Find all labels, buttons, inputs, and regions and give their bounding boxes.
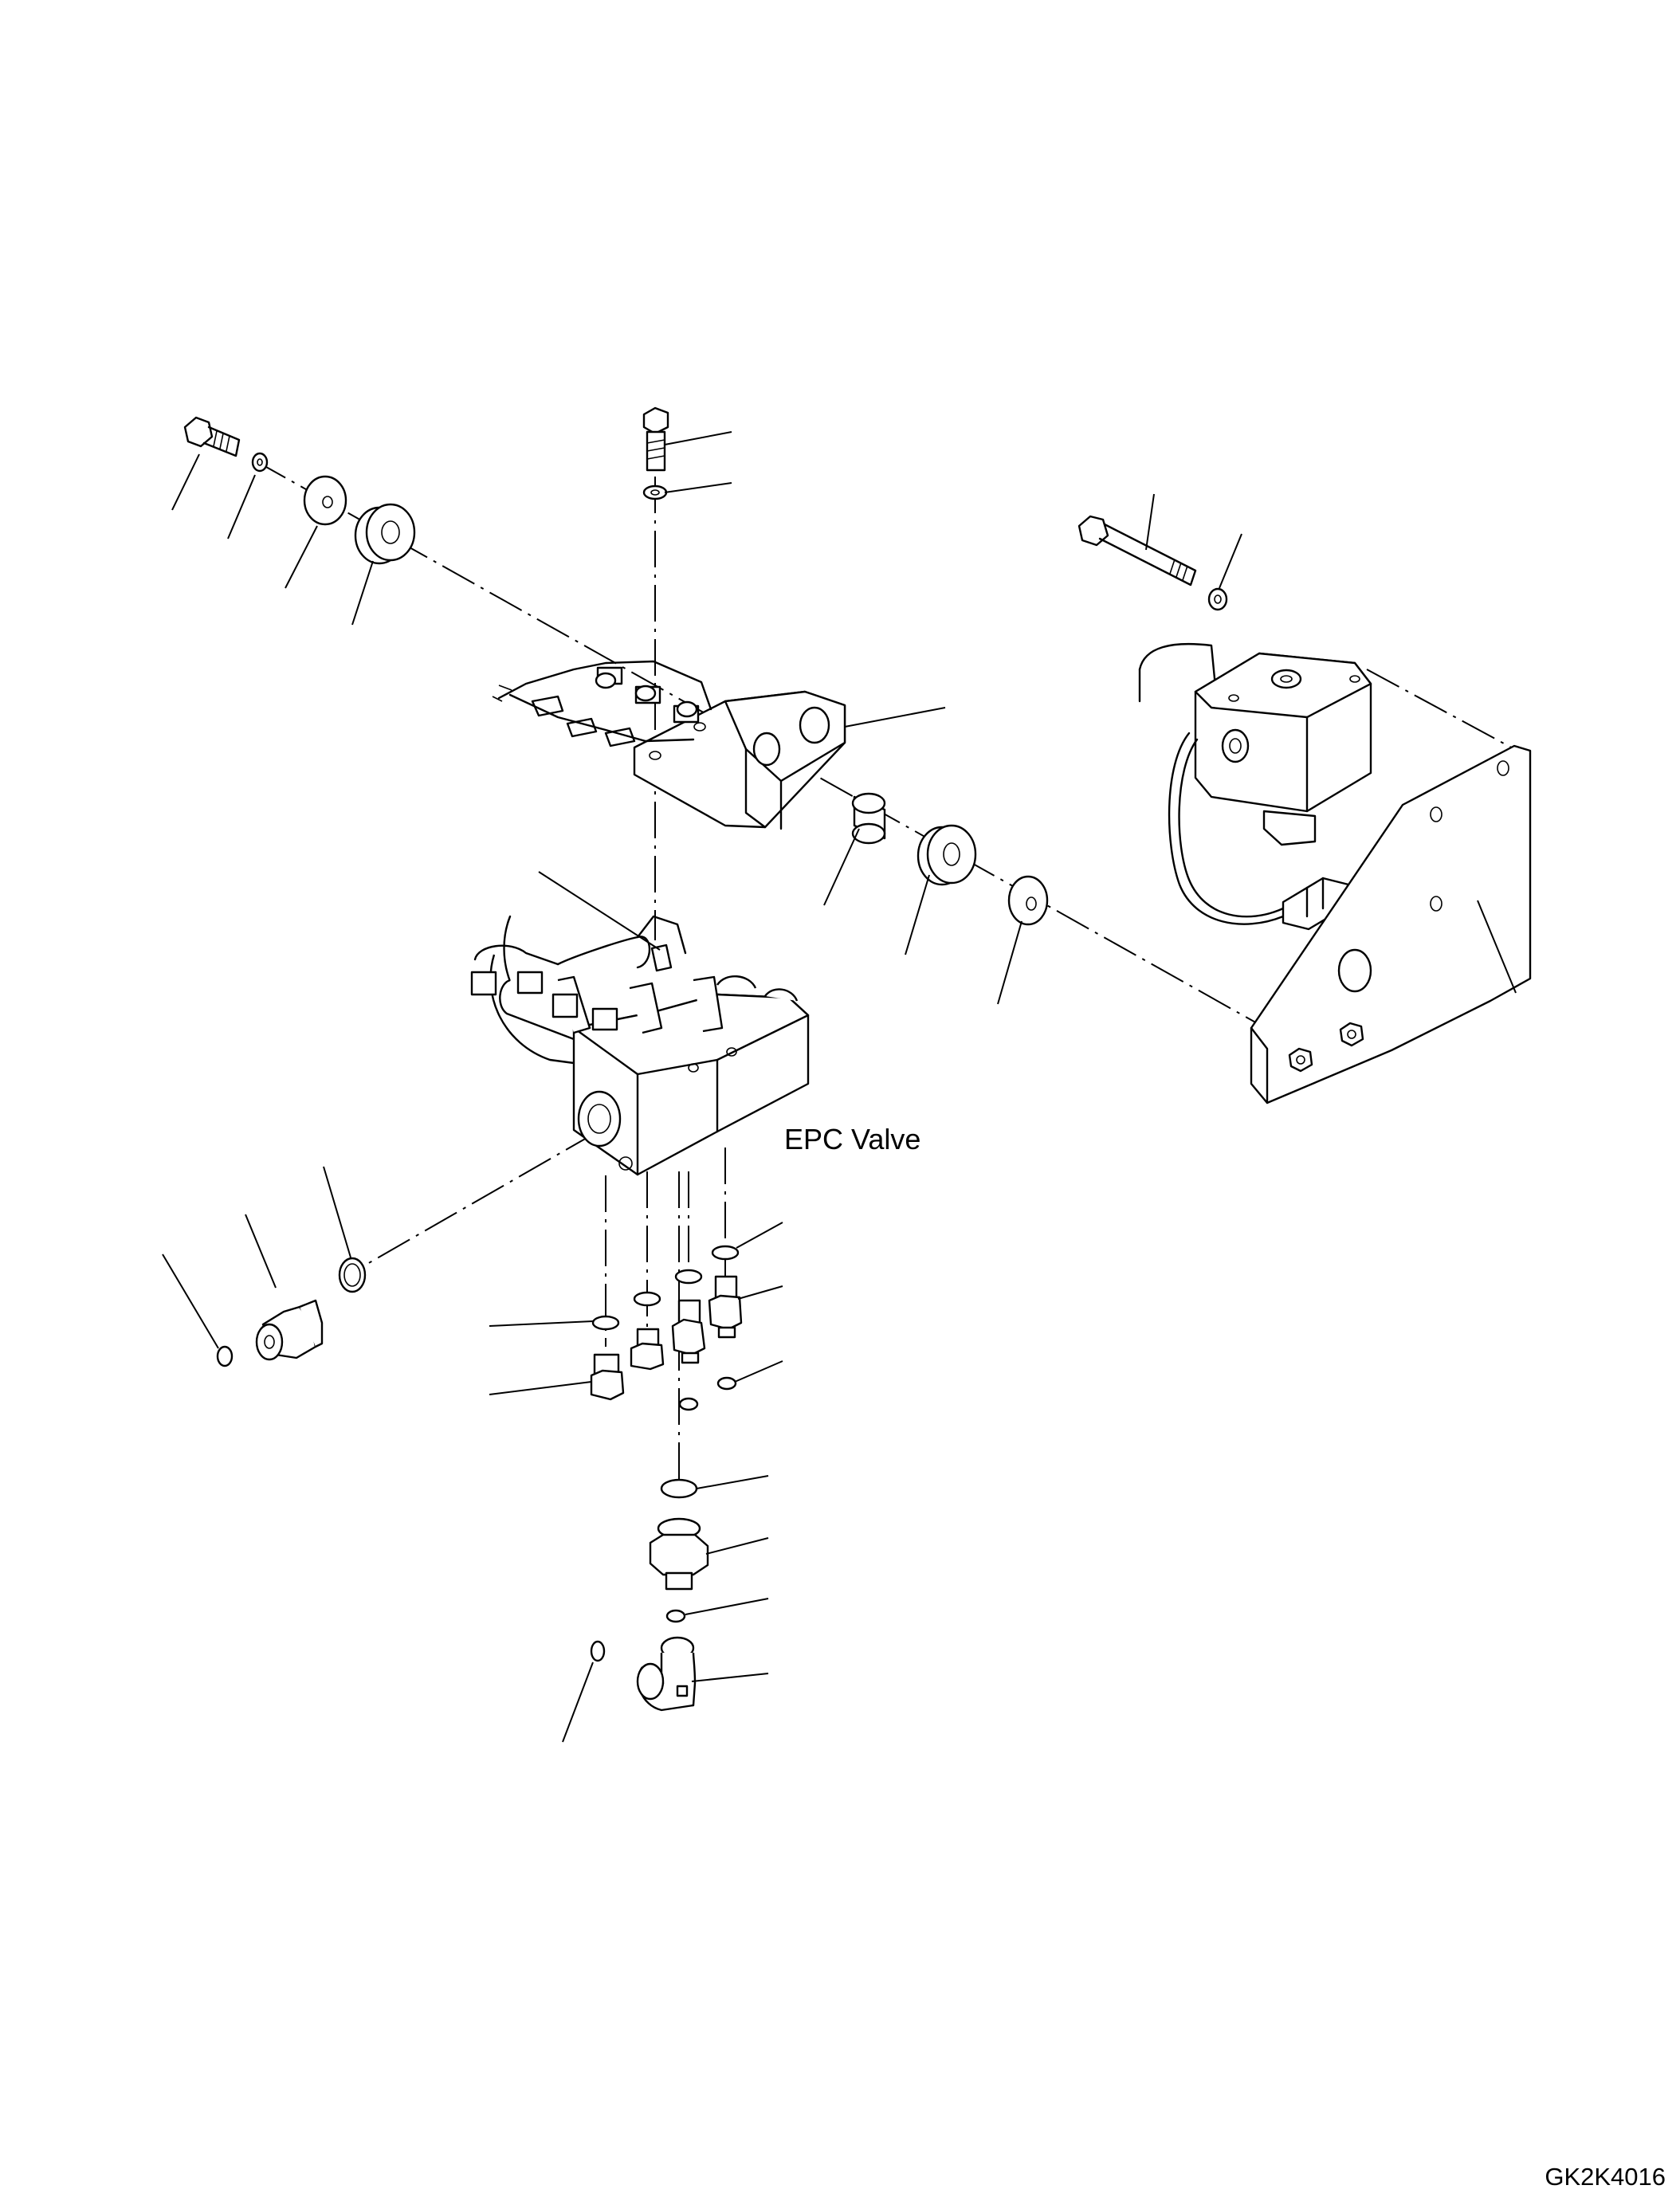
spacer-icon — [851, 792, 886, 845]
mounting-plate-icon — [1250, 744, 1532, 1104]
o-ring-icon — [591, 1245, 740, 1411]
fitting-icon — [590, 1353, 625, 1401]
o-ring-icon — [216, 1345, 234, 1367]
epc-valve-label: EPC Valve — [784, 1123, 920, 1155]
solenoid-valve-icon — [1138, 642, 1372, 931]
fitting-icon — [630, 1328, 665, 1371]
elbow-icon — [636, 1636, 697, 1712]
washer-icon — [917, 824, 977, 886]
bolt-icon — [183, 416, 241, 457]
harness-icon — [492, 660, 712, 747]
bolt-icon — [1077, 515, 1197, 587]
washer-icon — [251, 452, 269, 473]
fitting-icon — [671, 1299, 706, 1364]
fitting-icon — [649, 1517, 709, 1591]
washer-icon — [354, 503, 416, 565]
o-ring-icon — [590, 1640, 606, 1662]
bolt-icon — [642, 406, 669, 472]
bracket-icon — [633, 690, 846, 830]
washer-icon — [642, 485, 668, 500]
drawing-code: GK2K4016 — [1545, 2163, 1666, 2191]
washer-icon — [303, 475, 347, 526]
o-ring-icon — [660, 1478, 698, 1499]
washer-icon — [1207, 587, 1228, 611]
o-ring-icon — [338, 1257, 367, 1293]
leader-lines — [162, 431, 1517, 1743]
washer-icon — [1007, 875, 1049, 926]
o-ring-icon — [665, 1609, 686, 1623]
epc-valve-block-icon — [470, 915, 810, 1176]
fitting-icon — [708, 1275, 743, 1339]
fitting-icon — [255, 1299, 324, 1361]
